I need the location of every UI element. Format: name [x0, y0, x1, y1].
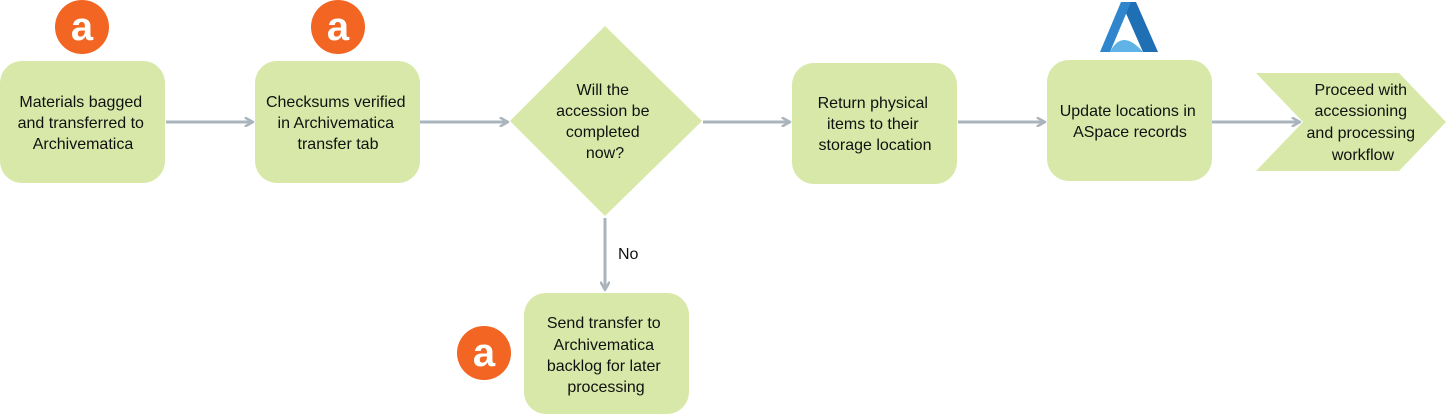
node-line: items to their	[827, 116, 919, 133]
node-line: Send transfer to	[547, 315, 661, 332]
node-materials-bagged-label: Materials bagged and transferred to Arch…	[18, 94, 149, 153]
aspace-logo-icon	[1100, 2, 1158, 52]
node-materials-bagged: Materials bagged and transferred to Arch…	[0, 61, 165, 183]
node-return-items-label: Return physical items to their storage l…	[818, 95, 933, 154]
node-line: Checksums verified	[266, 94, 406, 111]
node-line: and processing	[1307, 125, 1416, 142]
node-send-backlog: Send transfer to Archivematica backlog f…	[524, 293, 689, 414]
svg-text:a: a	[71, 5, 94, 49]
node-proceed-label: Proceed with accessioning and processing…	[1307, 82, 1420, 164]
node-line: Update locations in	[1060, 103, 1196, 120]
node-line: in Archivematica	[278, 115, 395, 132]
node-decision-diamond	[510, 26, 702, 216]
node-checksums-verified: Checksums verified in Archivematica tran…	[255, 61, 420, 183]
node-line: completed	[566, 124, 640, 141]
node-checksums-verified-box	[255, 61, 420, 183]
node-return-items-box	[792, 63, 957, 184]
svg-text:a: a	[327, 5, 350, 49]
node-line: now?	[586, 145, 624, 162]
node-line: ASpace records	[1073, 124, 1187, 141]
node-line: backlog for later	[547, 358, 662, 375]
node-checksums-verified-label: Checksums verified in Archivematica tran…	[266, 94, 410, 153]
node-decision: Will the accession be completed now?	[510, 26, 702, 216]
node-line: processing	[567, 379, 644, 396]
node-line: Archivematica	[33, 136, 134, 153]
node-line: Will the	[577, 82, 630, 99]
node-line: and transferred to	[18, 115, 144, 132]
svg-text:a: a	[473, 331, 496, 375]
node-send-backlog-box	[524, 293, 689, 414]
node-update-locations-box	[1047, 60, 1212, 181]
node-line: Materials bagged	[19, 94, 142, 111]
edge-label-no: No	[618, 246, 639, 263]
node-line: accession be	[556, 103, 649, 120]
node-return-items: Return physical items to their storage l…	[792, 63, 957, 184]
node-line: Proceed with	[1315, 82, 1408, 99]
archivematica-logo-icon: a	[55, 0, 109, 54]
node-line: accessioning	[1315, 103, 1408, 120]
node-line: Return physical	[818, 95, 928, 112]
node-update-locations-label: Update locations in ASpace records	[1060, 103, 1201, 141]
node-line: workflow	[1331, 147, 1395, 164]
archivematica-logo-icon: a	[457, 326, 511, 380]
node-send-backlog-label: Send transfer to Archivematica backlog f…	[547, 315, 665, 396]
node-update-locations: Update locations in ASpace records	[1047, 60, 1212, 181]
node-line: Archivematica	[554, 337, 655, 354]
node-decision-label: Will the accession be completed now?	[556, 82, 654, 162]
node-proceed-chevron	[1256, 73, 1446, 171]
node-line: transfer tab	[298, 136, 379, 153]
node-proceed: Proceed with accessioning and processing…	[1256, 73, 1446, 171]
archivematica-logo-icon: a	[311, 0, 365, 54]
node-materials-bagged-box	[0, 61, 165, 183]
node-line: storage location	[819, 137, 932, 154]
